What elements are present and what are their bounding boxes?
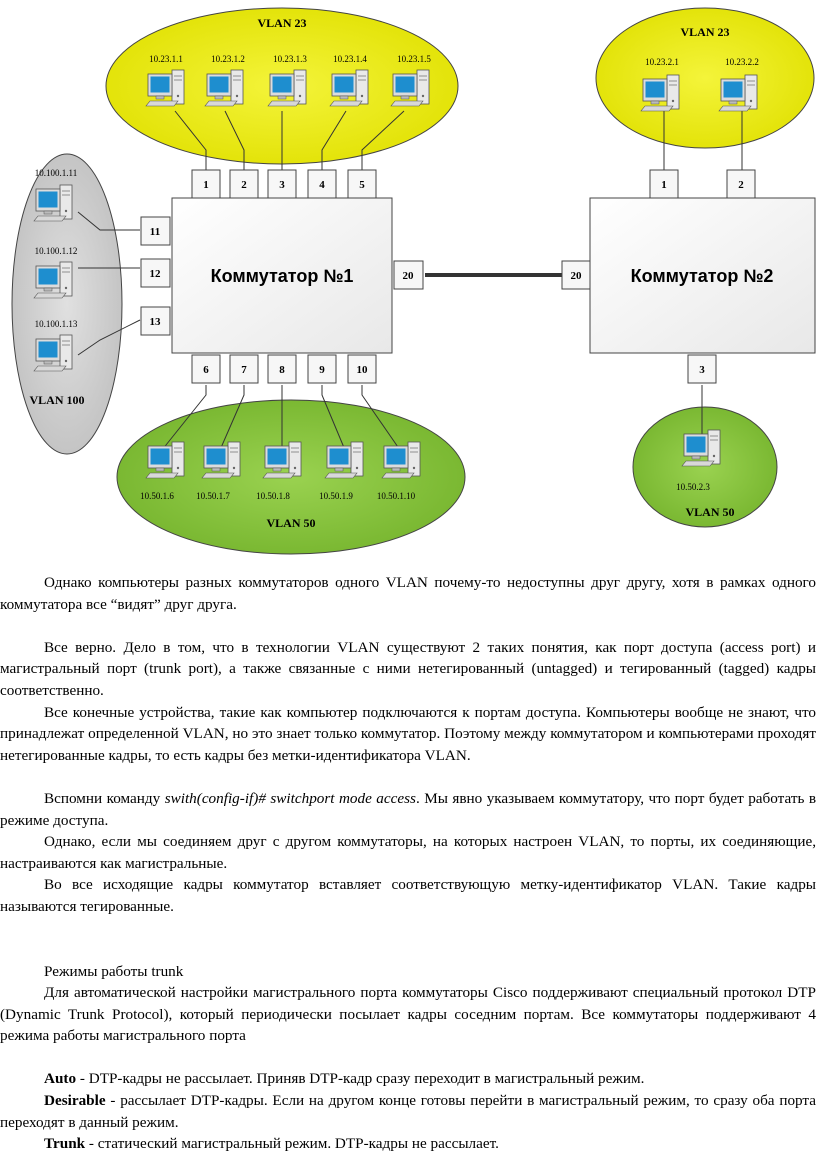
paragraph: Во все исходящие кадры коммутатор вставл…: [0, 876, 816, 915]
host-ip: 10.23.1.4: [333, 54, 367, 64]
switch-1-bottom-ports: 6 7 8 9 10: [191, 354, 377, 384]
port-label: 3: [279, 179, 285, 191]
section-heading: Режимы работы trunk: [44, 962, 184, 980]
mode-term: Trunk: [44, 1135, 86, 1153]
paragraph: Вспомни команду swith(config-if)# switch…: [0, 788, 816, 831]
vlan23-right-hosts: 10.23.2.1 10.23.2.2: [640, 57, 759, 112]
vlan50-right-zone: [632, 406, 778, 528]
vlan23-right-zone: [595, 7, 815, 149]
paragraph: Все верно. Дело в том, что в технологии …: [0, 638, 816, 699]
body-text: Однако компьютеры разных коммутаторов од…: [0, 572, 816, 1155]
link-lines: [77, 110, 743, 451]
mode-description: - рассылает DTP-кадры. Если на другом ко…: [0, 1092, 816, 1131]
port-label: 1: [203, 179, 209, 191]
host-ip: 10.50.1.6: [140, 491, 174, 501]
host-ip: 10.23.1.3: [273, 54, 307, 64]
vlan50-right-label: VLAN 50: [685, 505, 734, 519]
mode-trunk: Trunk - статический магистральный режим.…: [0, 1133, 816, 1155]
paragraph: Все конечные устройства, такие как компь…: [0, 703, 816, 764]
port-label: 1: [661, 179, 667, 191]
switch-1-port-20: [393, 260, 424, 290]
mode-description: - статический магистральный режим. DTP-к…: [85, 1135, 499, 1153]
host-ip: 10.100.1.11: [35, 168, 77, 178]
host-ip: 10.100.1.13: [35, 319, 78, 329]
mode-description: - DTP-кадры не рассылает. Приняв DTP-кад…: [76, 1070, 645, 1088]
switch-1-label: Коммутатор №1: [211, 266, 354, 286]
vlan100-hosts: 10.100.1.11 10.100.1.12 10.100.1.13: [33, 168, 78, 372]
network-diagram: VLAN 23 VLAN 23 VLAN 100 VLAN 50 VLAN 50…: [11, 7, 816, 555]
host-ip: 10.50.1.7: [196, 491, 230, 501]
port-label: 10: [357, 364, 369, 376]
host-ip: 10.50.2.3: [676, 482, 710, 492]
paragraph-text: . Мы явно указываем коммутатору, что пор…: [0, 789, 816, 829]
mode-desirable: Desirable - рассылает DTP-кадры. Если на…: [0, 1090, 816, 1133]
port-label: 2: [738, 179, 744, 191]
host-ip: 10.50.1.10: [377, 491, 416, 501]
vlan50-left-hosts: 10.50.1.6 10.50.1.7 10.50.1.8 10.50.1.9 …: [140, 441, 421, 501]
port-label: 4: [319, 179, 325, 191]
host-ip: 10.50.1.9: [319, 491, 353, 501]
switch-2-label: Коммутатор №2: [631, 266, 774, 286]
host-ip: 10.50.1.8: [256, 491, 290, 501]
port-label: 8: [279, 364, 285, 376]
vlan100-label: VLAN 100: [29, 393, 84, 407]
port-label: 3: [699, 364, 705, 376]
paragraph: Однако, если мы соединяем друг с другом …: [0, 833, 816, 872]
vlan100-zone: [11, 153, 123, 455]
switch-2-ports: 1 2 20 3: [561, 169, 756, 384]
switch-2[interactable]: [589, 197, 816, 354]
host-ip: 10.23.2.2: [725, 57, 759, 67]
vlan23-right-label: VLAN 23: [680, 25, 729, 39]
vlan50-right-hosts: 10.50.2.3: [676, 429, 721, 492]
switch-1[interactable]: [171, 197, 393, 354]
host-ip: 10.23.2.1: [645, 57, 679, 67]
paragraph: Однако компьютеры разных коммутаторов од…: [0, 574, 816, 613]
switch-1-left-ports: 11 12 13: [140, 216, 171, 336]
port-label: 20: [403, 270, 415, 282]
paragraph-text: Вспомни команду: [44, 789, 165, 807]
port-label: 9: [319, 364, 325, 376]
port-label: 5: [359, 179, 365, 191]
paragraph: Для автоматической настройки магистральн…: [0, 984, 816, 1045]
port-label: 6: [203, 364, 209, 376]
mode-term: Auto: [44, 1070, 77, 1088]
mode-auto: Auto - DTP-кадры не рассылает. Приняв DT…: [0, 1068, 816, 1090]
vlan23-left-label: VLAN 23: [257, 16, 306, 30]
vlan23-left-hosts: 10.23.1.1 10.23.1.2 10.23.1.3 10.23.1.4 …: [145, 54, 431, 107]
port-label: 7: [241, 364, 247, 376]
command-text: swith(config-if)# switchport mode access: [164, 789, 416, 807]
port-label: 11: [150, 226, 160, 238]
port-label: 13: [150, 316, 162, 328]
switch-1-top-ports: 1 2 3 4 5: [191, 169, 377, 199]
mode-term: Desirable: [44, 1092, 106, 1110]
port-label: 2: [241, 179, 247, 191]
vlan50-left-label: VLAN 50: [266, 516, 315, 530]
host-ip: 10.23.1.5: [397, 54, 431, 64]
host-ip: 10.23.1.2: [211, 54, 245, 64]
port-label: 12: [150, 268, 162, 280]
port-label: 20: [571, 270, 583, 282]
host-ip: 10.100.1.12: [35, 246, 78, 256]
host-ip: 10.23.1.1: [149, 54, 183, 64]
